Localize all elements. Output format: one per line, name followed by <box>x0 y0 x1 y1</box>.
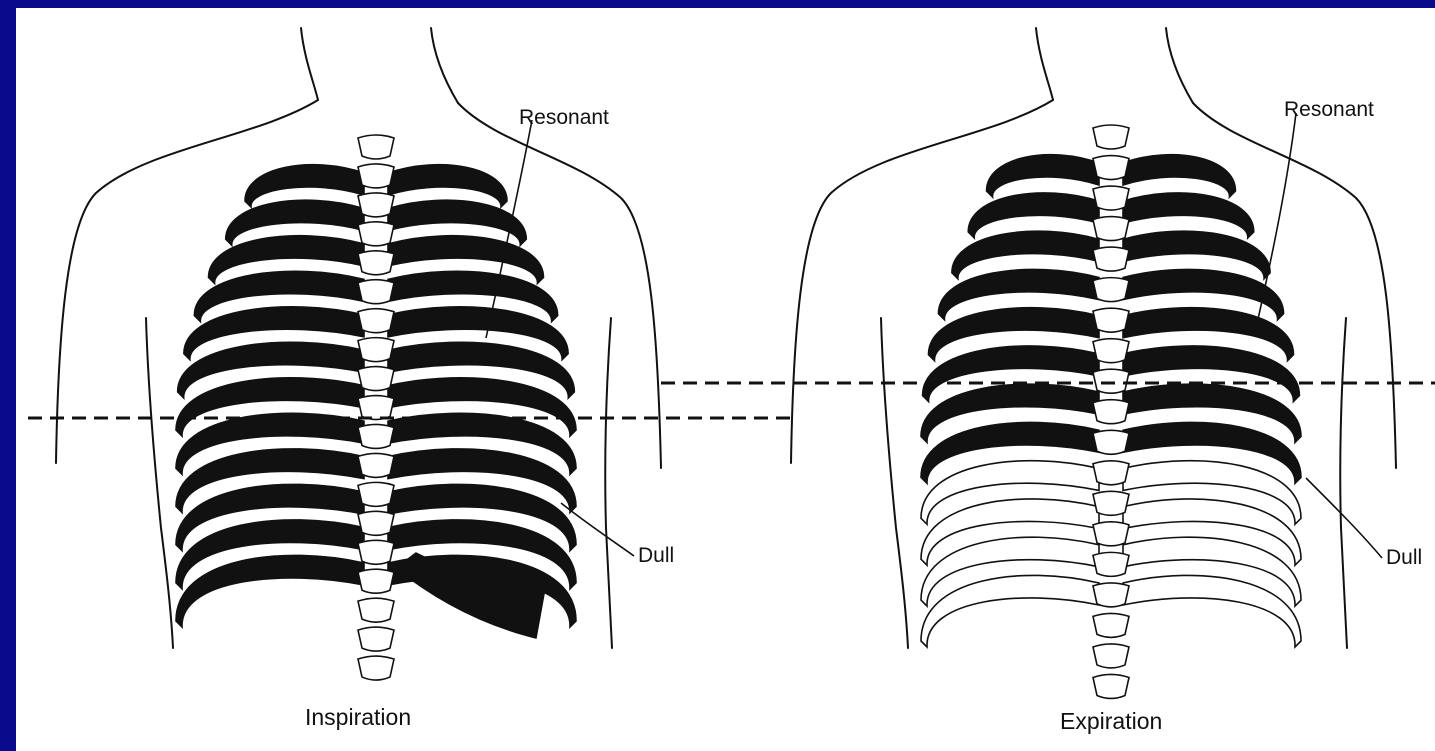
expiration-rib-r-9 <box>1123 461 1301 525</box>
inspiration-vertebra <box>358 164 394 188</box>
inspiration-vertebra <box>358 396 394 420</box>
inspiration-vertebra <box>358 193 394 217</box>
expiration-vertebra <box>1093 217 1129 241</box>
expiration-vertebra <box>1093 430 1129 454</box>
expiration-vertebra <box>1093 583 1129 607</box>
expiration-vertebra <box>1093 247 1129 271</box>
expiration-neck-right-outline <box>1166 28 1193 103</box>
inspiration-vertebra <box>358 222 394 246</box>
expiration-caption: Expiration <box>1060 708 1162 735</box>
inspiration-vertebra <box>358 135 394 159</box>
expiration-vertebra <box>1093 552 1129 576</box>
expiration-rib-l-12 <box>921 575 1099 647</box>
expiration-vertebra <box>1093 186 1129 210</box>
expiration-vertebra <box>1093 369 1129 393</box>
expiration-vertebra <box>1093 339 1129 363</box>
expiration-vertebra <box>1093 522 1129 546</box>
expiration-vertebra <box>1093 125 1129 149</box>
expiration-vertebra <box>1093 644 1129 668</box>
expiration-right-flank-outline <box>1340 318 1347 648</box>
expiration-vertebra <box>1093 308 1129 332</box>
inspiration-dull-label: Dull <box>638 544 674 568</box>
inspiration-caption: Inspiration <box>305 704 411 731</box>
inspiration-vertebra <box>358 482 394 506</box>
inspiration-vertebra <box>358 569 394 593</box>
expiration-neck-left-outline <box>1036 28 1053 100</box>
thorax-percussion-diagram <box>16 8 1435 751</box>
expiration-dull-leader <box>1306 478 1382 558</box>
expiration-vertebra <box>1093 461 1129 485</box>
expiration-vertebra <box>1093 613 1129 637</box>
inspiration-vertebra <box>358 540 394 564</box>
expiration-vertebra <box>1093 491 1129 515</box>
inspiration-vertebra <box>358 627 394 651</box>
expiration-vertebra <box>1093 400 1129 424</box>
expiration-rib-l-1 <box>987 155 1099 197</box>
inspiration-resonant-label: Resonant <box>519 106 609 130</box>
expiration-left-flank-outline <box>881 318 908 648</box>
expiration-dull-label: Dull <box>1386 546 1422 570</box>
expiration-rib-r-12 <box>1123 575 1301 647</box>
inspiration-vertebra <box>358 511 394 535</box>
expiration-vertebra <box>1093 278 1129 302</box>
inspiration-vertebra <box>358 656 394 680</box>
inspiration-neck-right-outline <box>431 28 458 103</box>
inspiration-right-flank-outline <box>605 318 612 648</box>
inspiration-resonant-leader <box>486 120 532 338</box>
inspiration-neck-left-outline <box>301 28 318 100</box>
inspiration-vertebra <box>358 251 394 275</box>
inspiration-rib-l-12 <box>176 555 364 627</box>
inspiration-vertebra <box>358 367 394 391</box>
expiration-vertebra <box>1093 674 1129 698</box>
inspiration-vertebra <box>358 309 394 333</box>
slide-frame: Resonant Dull Inspiration Resonant Dull … <box>16 8 1435 751</box>
inspiration-vertebra <box>358 280 394 304</box>
expiration-rib-l-8 <box>921 422 1099 483</box>
inspiration-vertebra <box>358 453 394 477</box>
expiration-rib-l-9 <box>921 461 1099 525</box>
expiration-vertebra <box>1093 156 1129 180</box>
inspiration-left-flank-outline <box>146 318 173 648</box>
inspiration-vertebra <box>358 424 394 448</box>
expiration-rib-r-1 <box>1123 155 1235 197</box>
inspiration-vertebra <box>358 598 394 622</box>
expiration-resonant-label: Resonant <box>1284 98 1374 122</box>
expiration-rib-r-8 <box>1123 422 1301 483</box>
inspiration-vertebra <box>358 338 394 362</box>
